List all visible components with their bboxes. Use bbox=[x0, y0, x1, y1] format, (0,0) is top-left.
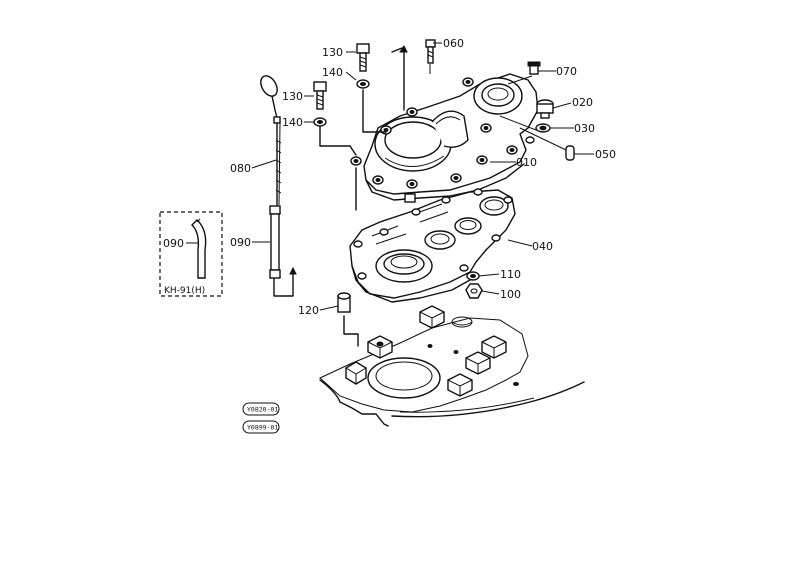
pin-050 bbox=[519, 127, 575, 161]
label-100: 100 bbox=[500, 288, 521, 301]
label-120: 120 bbox=[298, 304, 319, 317]
label-140-upper: 140 bbox=[322, 66, 343, 79]
label-130-lower: 130 bbox=[282, 90, 303, 103]
label-130-upper: 130 bbox=[322, 46, 343, 59]
locating-block-1 bbox=[419, 305, 445, 329]
dowel-120 bbox=[337, 292, 359, 347]
label-080: 080 bbox=[230, 162, 251, 175]
dipstick bbox=[260, 75, 297, 297]
label-070: 070 bbox=[556, 65, 577, 78]
label-110: 110 bbox=[500, 268, 521, 281]
label-040: 040 bbox=[532, 240, 553, 253]
plug-020 bbox=[536, 99, 554, 119]
crankcase-base bbox=[319, 305, 585, 427]
reference-stamps: Y0820-01 Y0899-01 bbox=[242, 402, 280, 434]
washer-110 bbox=[466, 271, 480, 281]
label-090-variant: 090 bbox=[163, 237, 184, 250]
bolt-130-lower bbox=[313, 81, 357, 211]
plug-070 bbox=[507, 61, 541, 85]
label-020: 020 bbox=[572, 96, 593, 109]
gear-case-cover bbox=[350, 73, 539, 203]
gear-case-plate bbox=[349, 188, 516, 303]
variant-label: KH-91(H) bbox=[164, 286, 205, 296]
svg-text:Y0899-01: Y0899-01 bbox=[247, 424, 278, 432]
label-010: 010 bbox=[516, 156, 537, 169]
locating-block-5 bbox=[447, 373, 473, 397]
svg-text:Y0820-01: Y0820-01 bbox=[247, 406, 278, 414]
bolt-130-upper bbox=[356, 43, 387, 133]
part-labels: 130 140 060 070 130 020 140 030 050 080 … bbox=[163, 37, 616, 317]
label-140-lower: 140 bbox=[282, 116, 303, 129]
leader-lines bbox=[186, 42, 594, 311]
label-030: 030 bbox=[574, 122, 595, 135]
label-060: 060 bbox=[443, 37, 464, 50]
label-050: 050 bbox=[595, 148, 616, 161]
locating-block-6 bbox=[345, 361, 367, 385]
stamp-bottom: Y0899-01 bbox=[242, 420, 280, 434]
label-090: 090 bbox=[230, 236, 251, 249]
locating-block-2 bbox=[367, 335, 393, 359]
variant-box bbox=[159, 211, 223, 297]
direction-arrow-top bbox=[391, 45, 408, 111]
nut-100 bbox=[465, 283, 483, 299]
locating-block-3 bbox=[481, 335, 507, 359]
washer-030 bbox=[499, 115, 551, 133]
locating-block-4 bbox=[465, 351, 491, 375]
stamp-top: Y0820-01 bbox=[242, 402, 280, 416]
stud-060 bbox=[425, 39, 436, 74]
